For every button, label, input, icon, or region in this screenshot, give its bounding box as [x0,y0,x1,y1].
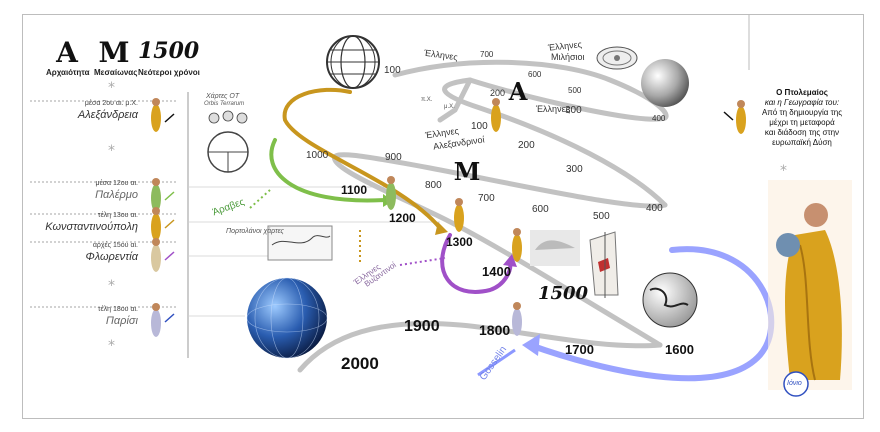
num-600a: 600 [528,70,542,79]
orbis-terrarum-icon [207,110,249,173]
sphere-icon [641,59,689,107]
ptolemy-note: Ο Πτολεμαίος και η Γεωγραφία του: Από τη… [761,88,843,147]
logo-icon [783,371,809,397]
era-modern-letter: 1500 [138,38,200,64]
num-1800: 1800 [479,322,511,338]
purple-arrow [440,233,513,294]
green-arrow [269,138,387,203]
scholar-figures [151,98,746,337]
num-300a: 300 [565,105,582,116]
num-800: 800 [425,180,442,191]
spiral-era-m: M [453,157,481,186]
num-1900: 1900 [404,318,440,335]
maps-ot-subtitle: Orbis Terrarum [204,101,245,107]
num-700b: 700 [478,193,495,204]
num-600b: 600 [532,204,549,215]
era-antiquity-caption: Αρχαιότητα [46,68,90,77]
earth-globe-icon [247,278,327,358]
ptolemy-figure-icon [768,180,852,390]
maps-ot-title: Χάρτες ΟΤ [206,93,240,100]
num-1100: 1100 [341,183,368,197]
num-500a: 500 [568,86,582,95]
svg-text:*: * [780,163,787,179]
svg-text:*: * [108,80,115,96]
place-5-time: τέλη 18ου αι. [97,306,138,313]
logo-text: Ιόνιο [787,380,802,387]
spiral-era-1500: 1500 [537,283,589,304]
label-bc: π.Χ. [421,97,433,103]
num-1200: 1200 [389,211,416,225]
num-500b: 500 [593,211,610,222]
num-300b: 300 [566,164,583,175]
svg-text:*: * [108,278,115,294]
num-900: 900 [385,152,402,163]
spiral-era-a: A [508,77,528,106]
place-2-time: μέσα 12ου αι. [95,180,138,187]
svg-text:*: * [108,338,115,354]
num-100a: 100 [384,65,401,76]
era-middle-ages-letter: M [98,36,130,69]
place-1-time: μέσα 2ου αι. μ.Χ. [84,100,138,107]
place-leaders [30,100,178,308]
blue-arrow [527,246,775,382]
place-1-city: Αλεξάνδρεια [77,109,138,121]
svg-text:*: * [108,143,115,159]
num-700a: 700 [480,50,494,59]
num-2000: 2000 [341,354,379,373]
num-1300: 1300 [446,235,473,249]
label-hellenes-mid: Έλληνες [536,104,570,114]
place-4-time: αρχές 15ου αι. [92,242,138,249]
num-1700: 1700 [565,342,594,357]
era-antiquity-letter: A [56,36,78,69]
wireframe-globe-icon [326,35,380,89]
modern-globe-icon [642,272,698,328]
place-3-city: Κωνσταντινούπολη [45,221,138,233]
era-modern-caption: Νεότεροι χρόνοι [138,68,200,77]
place-4-city: Φλωρεντία [85,251,139,263]
num-200a: 200 [490,88,506,98]
num-400b: 400 [646,203,663,214]
num-1000: 1000 [306,150,329,161]
num-100b: 100 [471,121,488,132]
place-3-time: τέλη 13ου αι. [97,212,138,219]
place-5-city: Παρίσι [105,315,138,327]
gold-arrow [282,87,442,230]
num-400a: 400 [652,114,666,123]
portolan-label: Πορτολάνοι χάρτες [226,228,284,235]
place-2-city: Παλέρμο [95,189,138,201]
num-1400: 1400 [482,264,511,279]
ship-icon [589,231,619,298]
label-ad: μ.Χ. [444,104,455,110]
num-200b: 200 [518,140,535,151]
label-milesioi-2: Μιλήσιοι [551,52,585,62]
asterisks: * * * * * [108,80,787,354]
milesian-disc-icon [596,46,638,70]
num-1600: 1600 [665,342,694,357]
era-middle-ages-caption: Μεσαίωνας [94,68,138,77]
